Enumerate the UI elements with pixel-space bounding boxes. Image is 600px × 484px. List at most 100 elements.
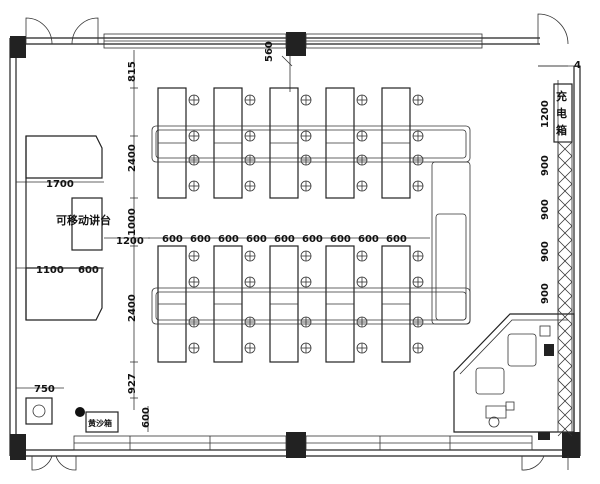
- cable-trunking: [151, 125, 471, 325]
- lectern-label: 可移动讲台: [56, 213, 111, 227]
- chair-top-0-2: [188, 154, 200, 166]
- dim-seat-width-4: 600: [246, 234, 267, 245]
- sand-box-label: 黄沙箱: [88, 418, 112, 428]
- dim-seat-width-2: 600: [190, 234, 211, 245]
- column-top-left: [10, 36, 26, 58]
- outer-walls: [9, 32, 581, 460]
- chair-bottom-4-1: [412, 276, 424, 288]
- chair-bottom-0-2: [188, 316, 200, 328]
- dim-seat-width-6: 600: [302, 234, 323, 245]
- chair-bottom-2-1: [300, 276, 312, 288]
- column-bottom-left: [10, 434, 26, 460]
- chair-bottom-2-0: [300, 250, 312, 262]
- chair-bottom-0-0: [188, 250, 200, 262]
- chair-bottom-3-2: [356, 316, 368, 328]
- desk-block-1: [157, 87, 200, 199]
- chair-top-4-1: [412, 130, 424, 142]
- dim-right-col-1: 900: [540, 155, 551, 176]
- windows: [73, 33, 533, 451]
- dim-seat-width-3: 600: [218, 234, 239, 245]
- dim-seat-width-9: 600: [386, 234, 407, 245]
- fire-extinguisher-box: [25, 397, 53, 425]
- safety-equipment: 黄沙箱: [25, 397, 119, 433]
- sand-box: [85, 411, 119, 433]
- dim-corner-bottom: 600: [141, 407, 152, 428]
- hatch-pattern: [557, 141, 573, 437]
- desk-block-3: [213, 87, 256, 199]
- dimension-labels: 815 2400 1000 2400 927 560 1700 1200 110…: [34, 41, 581, 428]
- desk-block-6: [269, 245, 312, 363]
- seat-width-dims: 600 600 600 600 600 600 600 600 600: [162, 234, 407, 245]
- charging-cabinet: 充 电 箱: [553, 83, 573, 437]
- chair-top-1-1: [244, 130, 256, 142]
- fire-hydrant-icon: [75, 407, 85, 417]
- dim-bottom-gap: 927: [127, 373, 138, 394]
- dim-aisle: 1000: [127, 208, 138, 236]
- chair-bottom-0-3: [188, 342, 200, 354]
- chair-top-4-3: [412, 180, 424, 192]
- column-bottom-middle: [286, 432, 306, 458]
- chair-top-1-2: [244, 154, 256, 166]
- chair-bottom-4-0: [412, 250, 424, 262]
- chair-top-2-2: [300, 154, 312, 166]
- chair-top-3-2: [356, 154, 368, 166]
- lectern: 可移动讲台: [25, 135, 111, 321]
- cabinet-label-1: 充: [556, 89, 567, 103]
- dim-seat-width-1: 600: [162, 234, 183, 245]
- desk-area: [157, 87, 424, 363]
- chair-top-3-1: [356, 130, 368, 142]
- cabinet-label-2: 电: [556, 106, 567, 120]
- chair-top-0-3: [188, 180, 200, 192]
- chair-bottom-4-2: [412, 316, 424, 328]
- chair-top-2-0: [300, 94, 312, 106]
- chair-top-1-3: [244, 180, 256, 192]
- dim-desk-depth-bottom: 2400: [127, 294, 138, 322]
- teacher-seat: [475, 367, 505, 395]
- desk-block-2: [157, 245, 200, 363]
- chair-top-0-1: [188, 130, 200, 142]
- chair-bottom-0-1: [188, 276, 200, 288]
- dim-door-offset: 560: [264, 41, 275, 62]
- dim-right-col-2: 900: [540, 199, 551, 220]
- chair-top-4-0: [412, 94, 424, 106]
- dim-seat-width-8: 600: [358, 234, 379, 245]
- chair-top-0-0: [188, 94, 200, 106]
- dim-seat-width-5: 600: [274, 234, 295, 245]
- chair-bottom-3-0: [356, 250, 368, 262]
- chair-bottom-4-3: [412, 342, 424, 354]
- dim-lectern-width: 1700: [46, 179, 74, 190]
- dim-seat-width-7: 600: [330, 234, 351, 245]
- chair-bottom-2-3: [300, 342, 312, 354]
- dim-right-col-4: 900: [540, 283, 551, 304]
- desk-block-4: [213, 245, 256, 363]
- column-bottom-right-small: [538, 432, 550, 440]
- dim-lectern-left: 1100: [36, 265, 64, 276]
- desk-block-9: [381, 87, 424, 199]
- dim-corner-left: 750: [34, 384, 55, 395]
- dim-cabinet-height: 1200: [540, 100, 551, 128]
- cabinet-label-3: 箱: [556, 123, 567, 137]
- column-top-middle: [286, 32, 306, 56]
- doors: [25, 13, 569, 471]
- chair-bottom-1-2: [244, 316, 256, 328]
- column-bottom-right: [562, 432, 580, 458]
- dim-lectern-depth: 600: [78, 265, 99, 276]
- chair-bottom-2-2: [300, 316, 312, 328]
- dim-right-col-3: 900: [540, 241, 551, 262]
- teacher-chair: [507, 333, 537, 367]
- dim-wall-right: 4: [574, 60, 581, 71]
- dim-desk-depth-top: 2400: [127, 144, 138, 172]
- desk-block-7: [325, 87, 368, 199]
- chair-top-2-1: [300, 130, 312, 142]
- chair-bottom-3-3: [356, 342, 368, 354]
- dim-top-gap: 815: [127, 61, 138, 82]
- chair-bottom-1-3: [244, 342, 256, 354]
- chair-top-4-2: [412, 154, 424, 166]
- desk-block-5: [269, 87, 312, 199]
- extinguisher-icon: [32, 404, 46, 418]
- desk-block-10: [381, 245, 424, 363]
- chair-top-1-0: [244, 94, 256, 106]
- chair-bottom-3-1: [356, 276, 368, 288]
- chair-top-3-3: [356, 180, 368, 192]
